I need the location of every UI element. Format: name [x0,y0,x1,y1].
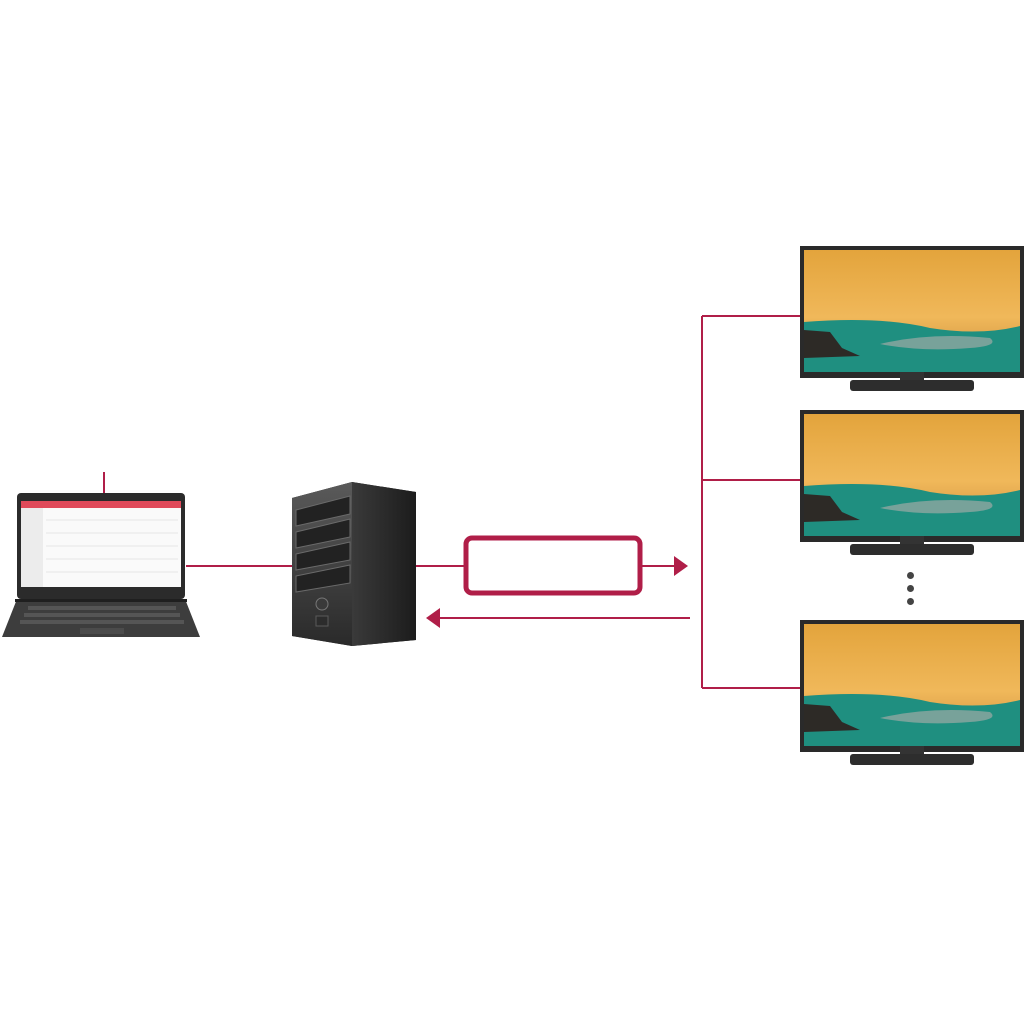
server-power-button [315,597,329,611]
packet-frame [463,535,643,596]
tv-rock [804,704,860,732]
server-drive-bays [295,495,351,593]
tv-display-icon [800,410,1024,555]
laptop-screen-grid [46,519,178,573]
laptop-screen [21,501,181,587]
ellipsis-dot [906,598,914,605]
tv-island [880,500,993,514]
server-side-panel [352,482,416,646]
tv-stand [850,380,974,391]
laptop-hinge [15,599,187,602]
laptop-keys [20,606,184,624]
tv-display-icon [800,620,1024,765]
tv-neck [900,746,924,754]
ellipsis-dot [906,585,914,592]
tv-rock [804,494,860,522]
outbound-arrow-head [674,556,688,576]
tv-stand [850,544,974,555]
laptop-screen-sidebar [21,508,43,587]
tv-neck [900,372,924,380]
return-arrow-head [426,608,440,628]
tv-neck [900,536,924,544]
server-port [315,615,329,627]
ellipsis-dot [906,572,914,579]
laptop-trackpad [80,628,124,634]
server-tower-icon [292,482,416,646]
tv-island [880,336,993,350]
distribution-bus [701,315,800,689]
tv-island [880,710,993,724]
more-displays-ellipsis [904,572,916,611]
laptop-icon [2,472,200,637]
tv-stand [850,754,974,765]
data-packet-box [463,535,643,596]
laptop-screen-header [21,501,181,508]
tv-display-icon [800,246,1024,391]
tv-rock [804,330,860,358]
